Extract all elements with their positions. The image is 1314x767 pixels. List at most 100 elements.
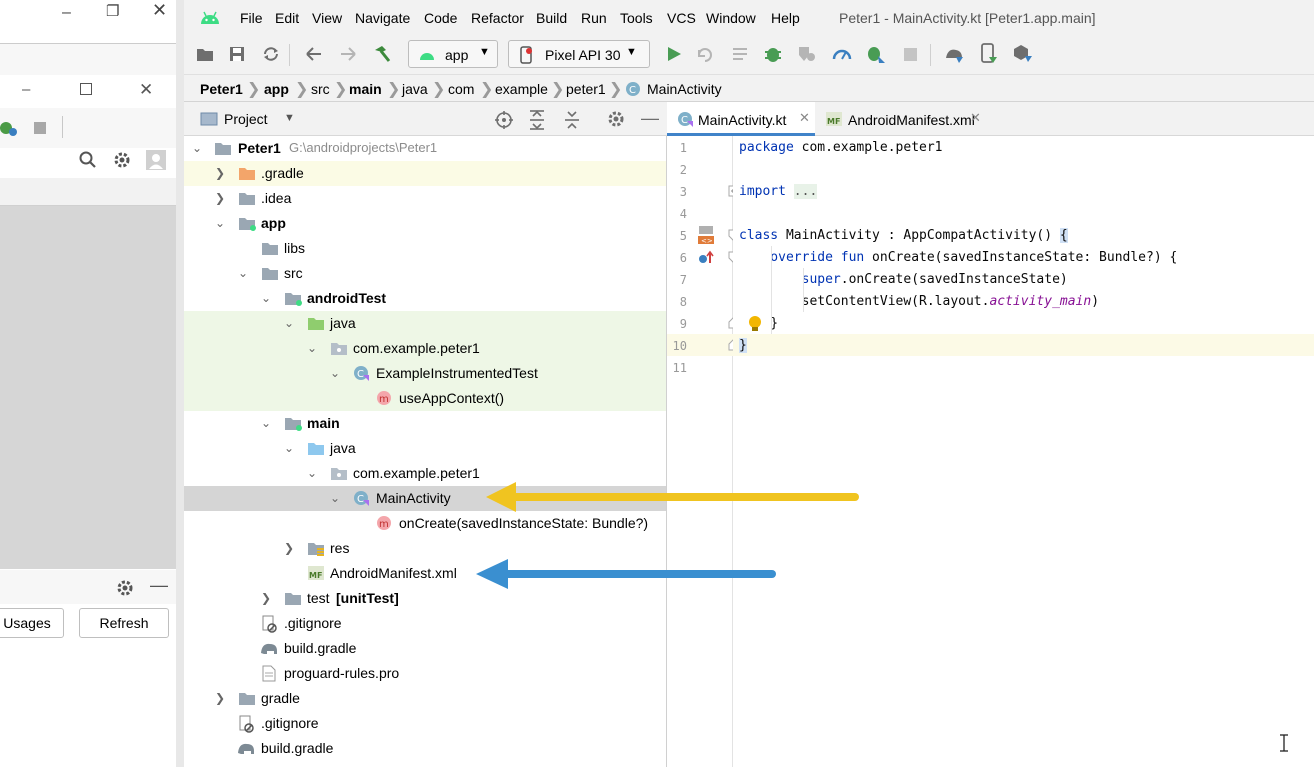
sync-gradle-icon[interactable] [944,44,966,64]
tree-item-oncreate[interactable]: m onCreate(savedInstanceState: Bundle?) [184,511,666,536]
profile-icon[interactable] [797,45,817,63]
chevron-down-icon[interactable]: ⌄ [284,316,295,330]
close-icon[interactable]: ✕ [139,80,154,99]
menu-window[interactable]: Window [706,10,756,26]
gear-icon[interactable] [116,579,134,597]
breadcrumb-example[interactable]: example [495,81,548,97]
chevron-down-icon[interactable]: ⌄ [215,216,226,230]
forward-arrow-icon[interactable] [339,46,357,62]
tree-item-src[interactable]: ⌄ src [238,265,303,281]
apply-changes-icon[interactable] [696,45,714,63]
chevron-right-icon[interactable]: ❯ [261,591,272,605]
menu-build[interactable]: Build [536,10,568,26]
tree-item-peter1[interactable]: ⌄ Peter1 G:\androidprojects\Peter1 [192,140,438,156]
tree-item-main-package[interactable]: ⌄ com.example.peter1 [307,465,480,481]
breadcrumb-mainactivity[interactable]: MainActivity [647,81,722,97]
folded-imports[interactable]: ... [793,184,818,199]
menu-tools[interactable]: Tools [620,10,653,26]
sdk-manager-icon[interactable] [1013,44,1033,64]
restore-icon[interactable]: ❐ [106,3,120,20]
make-project-hammer-icon[interactable] [372,44,392,64]
chevron-right-icon[interactable]: ❯ [215,166,226,180]
tree-item-androidtest[interactable]: ⌄ androidTest [261,290,387,306]
layout-file-icon[interactable]: <> [697,226,715,246]
breadcrumb-main[interactable]: main [349,81,382,97]
attach-debugger-icon[interactable] [866,44,886,64]
tree-item-main[interactable]: ⌄ main [261,415,340,431]
user-icon[interactable] [146,150,166,170]
sync-icon[interactable] [262,46,280,62]
open-folder-icon[interactable] [196,46,214,62]
save-icon[interactable] [229,46,245,62]
menu-file[interactable]: File [240,10,263,26]
tree-item-root-build-gradle[interactable]: build.gradle [184,736,666,761]
menu-code[interactable]: Code [424,10,458,26]
apply-code-changes-icon[interactable] [731,46,749,62]
breadcrumb-java[interactable]: java [402,81,428,97]
collapse-all-icon[interactable] [564,110,580,130]
tree-item-exampleinstrumentedtest[interactable]: ⌄ C ExampleInstrumentedTest [184,361,666,386]
breadcrumb-peter1[interactable]: Peter1 [200,81,243,97]
tree-item-app[interactable]: ⌄ app [215,215,286,231]
profiler-gauge-icon[interactable] [832,45,852,63]
minimize-icon[interactable]: – [62,4,71,21]
stop-icon[interactable] [34,122,46,134]
refresh-button[interactable]: Refresh [79,608,169,638]
tree-item-useappcontext[interactable]: m useAppContext() [184,386,666,411]
chevron-down-icon[interactable]: ⌄ [307,341,318,355]
tree-item-gradle[interactable]: ❯ gradle [215,690,300,706]
chevron-down-icon[interactable]: ⌄ [307,466,318,480]
breadcrumb-com[interactable]: com [448,81,475,97]
chevron-right-icon[interactable]: ❯ [215,691,226,705]
debug-attach-icon[interactable] [0,118,18,138]
gear-icon[interactable] [607,110,625,128]
hide-panel-icon[interactable]: — [641,108,659,128]
chevron-down-icon[interactable]: ⌄ [238,266,249,280]
tree-item-idea[interactable]: ❯ .idea [215,190,292,206]
chevron-down-icon[interactable]: ⌄ [284,441,295,455]
chevron-right-icon[interactable]: ❯ [284,541,295,555]
override-marker-icon[interactable] [698,250,714,266]
run-icon[interactable] [666,46,682,62]
minimize-icon[interactable]: – [22,81,31,98]
usages-button[interactable]: Usages [0,608,64,638]
menu-refactor[interactable]: Refactor [471,10,524,26]
tree-item-androidtest-java[interactable]: ⌄ java [184,311,666,336]
run-config-select[interactable]: app ▼ [408,40,498,68]
locate-icon[interactable] [495,111,513,129]
code-editor[interactable]: package com.example.peter1 import ... cl… [733,136,1314,767]
close-icon[interactable]: ✕ [152,0,168,20]
expand-all-icon[interactable] [529,110,545,130]
tree-item-root-gitignore[interactable]: .gitignore [184,711,666,736]
chevron-down-icon[interactable]: ⌄ [330,491,341,505]
close-tab-icon[interactable]: ✕ [970,110,981,125]
debug-bug-icon[interactable] [764,44,782,64]
breadcrumb-peter1-package[interactable]: peter1 [566,81,606,97]
breadcrumb-app[interactable]: app [264,81,289,97]
tab-androidmanifest-xml[interactable]: MF AndroidManifest.xml ✕ [826,110,981,128]
tree-item-proguard[interactable]: proguard-rules.pro [184,661,666,686]
tree-item-main-java[interactable]: ⌄ java [284,440,356,456]
device-manager-icon[interactable] [979,43,999,65]
tree-item-androidmanifest[interactable]: MF AndroidManifest.xml [308,565,457,581]
maximize-icon[interactable] [80,83,92,95]
menu-edit[interactable]: Edit [275,10,300,26]
menu-run[interactable]: Run [581,10,607,26]
chevron-down-icon[interactable]: ⌄ [261,291,272,305]
back-arrow-icon[interactable] [305,46,323,62]
menu-help[interactable]: Help [771,10,800,26]
tree-item-app-gitignore[interactable]: .gitignore [184,611,666,636]
breadcrumb-src[interactable]: src [311,81,330,97]
chevron-down-icon[interactable]: ⌄ [330,366,341,380]
chevron-down-icon[interactable]: ⌄ [192,141,203,155]
project-view-select[interactable]: Project [224,111,268,127]
tree-item-libs[interactable]: libs [184,236,666,261]
menu-navigate[interactable]: Navigate [355,10,411,26]
minimize-icon[interactable]: — [150,575,168,595]
chevron-right-icon[interactable]: ❯ [215,191,226,205]
tree-item-test[interactable]: ❯ test [unitTest] [261,590,399,606]
gear-icon[interactable] [113,151,131,169]
tree-item-test-package[interactable]: ⌄ com.example.peter1 [184,336,666,361]
tree-item-res[interactable]: ❯ res [284,540,350,556]
menu-view[interactable]: View [312,10,343,26]
